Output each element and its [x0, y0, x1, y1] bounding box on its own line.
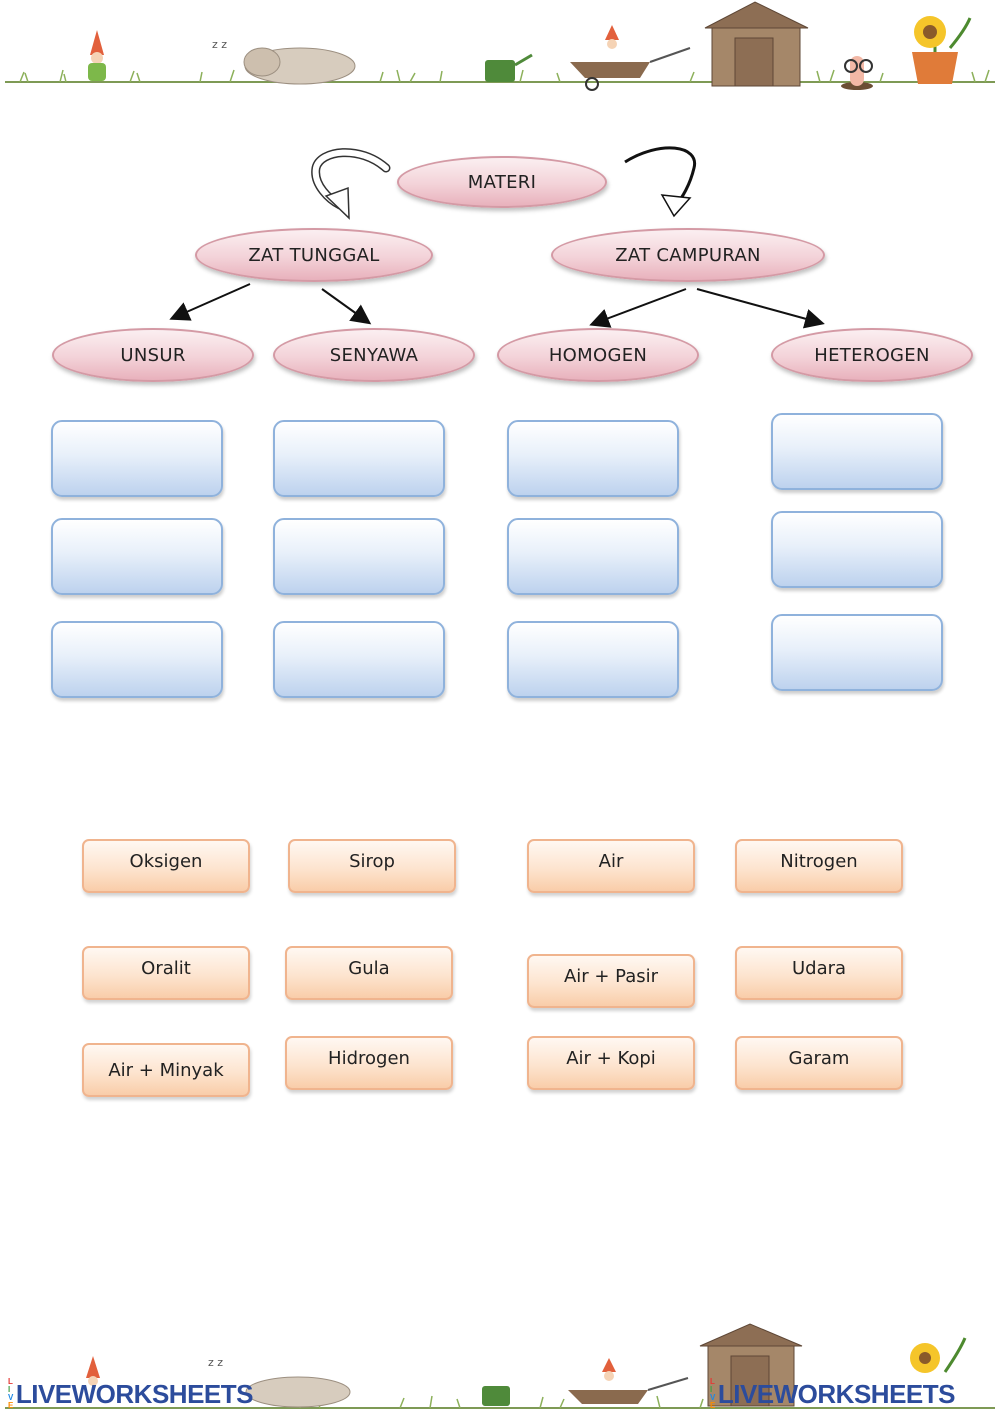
- word-chip-air[interactable]: Air: [527, 839, 695, 893]
- drop-zone-homogen-1[interactable]: [507, 420, 679, 497]
- watering-can-icon: [485, 53, 533, 82]
- gnome-icon: [86, 1356, 100, 1386]
- watering-can-icon: [482, 1386, 510, 1406]
- drop-zone-unsur-2[interactable]: [51, 518, 223, 595]
- brand-text: LIVEWORKSHEETS: [15, 1378, 254, 1409]
- worm-icon: [841, 56, 873, 90]
- drop-zone-unsur-1[interactable]: [51, 420, 223, 497]
- drop-zone-heterogen-3[interactable]: [771, 614, 943, 691]
- garden-banner-bottom: z z: [5, 1323, 995, 1409]
- word-chip-air-pasir[interactable]: Air + Pasir: [527, 954, 695, 1008]
- arrow-to-senyawa: [321, 288, 372, 325]
- drop-zone-senyawa-2[interactable]: [273, 518, 445, 595]
- drop-zone-homogen-3[interactable]: [507, 621, 679, 698]
- node-zat-campuran: ZAT CAMPURAN: [551, 228, 825, 282]
- drop-zone-heterogen-2[interactable]: [771, 511, 943, 588]
- word-chip-udara[interactable]: Udara: [735, 946, 903, 1000]
- drop-zone-senyawa-1[interactable]: [273, 420, 445, 497]
- concept-map-arrows: [169, 146, 825, 329]
- garden-shed-icon: [699, 1323, 803, 1407]
- word-chip-gula[interactable]: Gula: [285, 946, 453, 1000]
- sleeping-dog-icon: z z: [212, 38, 356, 85]
- gnome-icon: [88, 30, 106, 81]
- arrow-to-homogen: [589, 288, 687, 328]
- drop-zone-homogen-2[interactable]: [507, 518, 679, 595]
- live-badge-icon: L I V E: [710, 1377, 715, 1410]
- drop-zone-heterogen-1[interactable]: [771, 413, 943, 490]
- sleeping-dog-icon: z z: [208, 1356, 351, 1408]
- word-chip-nitrogen[interactable]: Nitrogen: [735, 839, 903, 893]
- liveworksheets-logo-right: L I V E LIVEWORKSHEETS: [710, 1378, 955, 1410]
- word-chip-garam[interactable]: Garam: [735, 1036, 903, 1090]
- liveworksheets-logo-left: L I V E LIVEWORKSHEETS: [8, 1378, 253, 1410]
- wheelbarrow-icon: [568, 1358, 689, 1404]
- brand-text: LIVEWORKSHEETS: [717, 1378, 956, 1409]
- node-heterogen: HETEROGEN: [771, 328, 973, 382]
- word-chip-hidrogen[interactable]: Hidrogen: [285, 1036, 453, 1090]
- node-materi: MATERI: [397, 156, 607, 208]
- live-badge-icon: L I V E: [8, 1377, 13, 1410]
- node-homogen: HOMOGEN: [497, 328, 699, 382]
- word-chip-oksigen[interactable]: Oksigen: [82, 839, 250, 893]
- word-chip-air-minyak[interactable]: Air + Minyak: [82, 1043, 250, 1097]
- svg-text:z z: z z: [212, 38, 227, 51]
- node-zat-tunggal: ZAT TUNGGAL: [195, 228, 433, 282]
- word-chip-sirop[interactable]: Sirop: [288, 839, 456, 893]
- word-chip-air-kopi[interactable]: Air + Kopi: [527, 1036, 695, 1090]
- sunflower-pot-icon: [910, 1337, 967, 1373]
- sunflower-pot-icon: [912, 16, 972, 84]
- curved-arrow-right: [624, 146, 697, 218]
- arrow-to-unsur: [169, 283, 251, 321]
- drop-zone-unsur-3[interactable]: [51, 621, 223, 698]
- curved-arrow-left: [311, 148, 391, 220]
- node-senyawa: SENYAWA: [273, 328, 475, 382]
- arrow-to-heterogen: [696, 288, 825, 329]
- word-chip-oralit[interactable]: Oralit: [82, 946, 250, 1000]
- wheelbarrow-icon: [570, 25, 691, 91]
- drop-zone-senyawa-3[interactable]: [273, 621, 445, 698]
- garden-shed-icon: [704, 1, 809, 87]
- node-unsur: UNSUR: [52, 328, 254, 382]
- garden-banner-top: z z: [5, 1, 995, 91]
- svg-text:z z: z z: [208, 1356, 223, 1369]
